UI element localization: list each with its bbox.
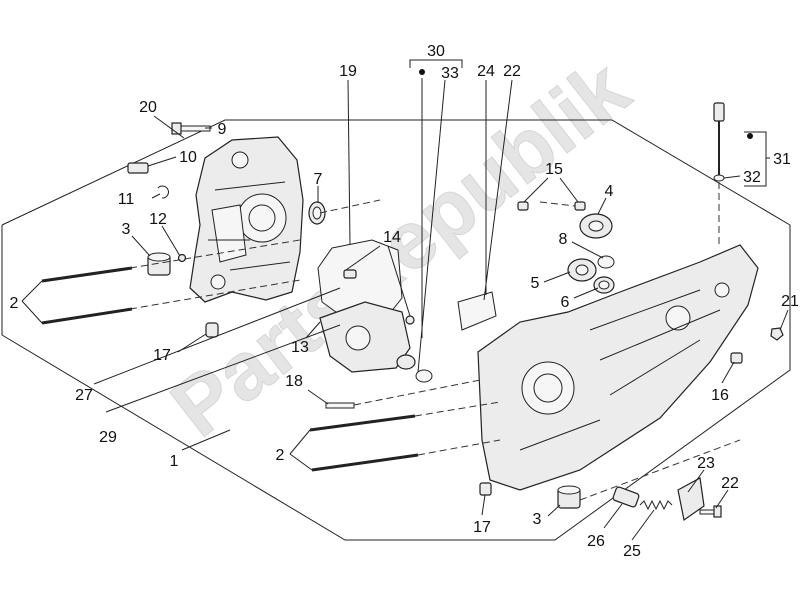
studs-2-center — [309, 414, 419, 472]
oil-seal-7 — [308, 201, 326, 225]
callout-9: 9 — [218, 121, 227, 138]
callout-32: 32 — [743, 169, 761, 186]
dowel-17-right — [479, 482, 492, 496]
part-14-b — [405, 315, 415, 325]
callout-20: 20 — [139, 99, 157, 116]
part-15-a — [517, 201, 529, 211]
bolt-10 — [127, 162, 149, 174]
callout-14: 14 — [383, 229, 401, 246]
bolt-9 — [171, 122, 211, 135]
bushing-3-left — [147, 252, 171, 276]
bearing-4 — [579, 213, 613, 239]
seal-30 — [396, 354, 433, 383]
callout-7: 7 — [314, 171, 323, 188]
callout-15: 15 — [545, 161, 563, 178]
callout-30: 30 — [427, 43, 445, 60]
bracket-24 — [457, 291, 497, 331]
callout-labels: 30 33 19 24 22 20 9 10 11 12 3 2 17 7 14… — [10, 43, 799, 560]
callout-8: 8 — [559, 231, 568, 248]
callout-11: 11 — [118, 191, 135, 208]
assembly-outline — [1, 119, 791, 541]
callout-3-left: 3 — [122, 221, 131, 238]
part-15-b — [574, 201, 586, 211]
spring-25 — [639, 499, 673, 511]
callout-5: 5 — [531, 275, 540, 292]
callout-6: 6 — [561, 294, 570, 311]
callout-16: 16 — [711, 387, 729, 404]
callout-2-left: 2 — [10, 295, 19, 312]
callout-17-left: 17 — [153, 347, 171, 364]
dowel-17-left — [205, 322, 219, 338]
callout-29: 29 — [99, 429, 117, 446]
callout-17-right: 17 — [473, 519, 491, 536]
callout-1: 1 — [170, 453, 179, 470]
callout-19: 19 — [339, 63, 357, 80]
callout-31: 31 — [773, 151, 791, 168]
callout-2-center: 2 — [276, 447, 285, 464]
callout-12: 12 — [149, 211, 167, 228]
sleeve-26 — [612, 486, 640, 508]
callout-13: 13 — [291, 339, 309, 356]
assembly-lines — [129, 182, 741, 501]
bullet-marker-31 — [747, 133, 753, 139]
bearing-5 — [567, 258, 597, 282]
callout-24: 24 — [477, 63, 495, 80]
plate-23 — [677, 477, 705, 522]
right-crankcase-half — [477, 244, 759, 491]
bushing-3-right — [557, 485, 581, 509]
seal-6 — [593, 276, 615, 294]
callout-18: 18 — [285, 373, 303, 390]
leader-lines — [21, 59, 789, 541]
callout-22-bottom: 22 — [721, 475, 739, 492]
dowel-16 — [730, 352, 743, 364]
callout-10: 10 — [179, 149, 197, 166]
dipstick-31 — [713, 102, 725, 182]
left-crankcase-half — [189, 136, 304, 303]
cover-13-hole — [345, 325, 371, 351]
callout-22-top: 22 — [503, 63, 521, 80]
callout-25: 25 — [623, 543, 641, 560]
callout-23: 23 — [697, 455, 715, 472]
pin-18 — [325, 402, 355, 409]
circlip-11 — [157, 185, 169, 199]
callout-3-right: 3 — [533, 511, 542, 528]
bullet-marker-30 — [419, 69, 425, 75]
callout-33: 33 — [441, 65, 459, 82]
washer-8 — [597, 255, 615, 269]
nut-21 — [770, 327, 784, 341]
bolt-22 — [699, 505, 722, 518]
studs-2-left — [41, 266, 133, 325]
part-14-a — [343, 269, 357, 279]
callout-21: 21 — [781, 293, 799, 310]
callout-4: 4 — [605, 183, 614, 200]
callout-26: 26 — [587, 533, 605, 550]
callout-27: 27 — [75, 387, 93, 404]
